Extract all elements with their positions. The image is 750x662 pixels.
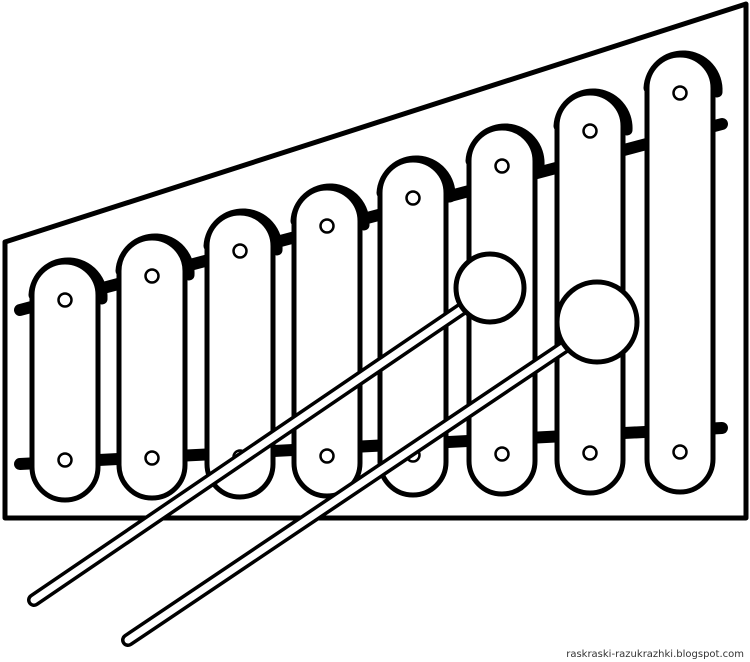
upper-hole-bar-5 <box>405 190 421 206</box>
xylophone-bar-3 <box>203 208 283 500</box>
upper-hole-bar-2 <box>144 268 160 284</box>
watermark-text: raskraski-razukrazhki.blogspot.com <box>566 649 744 660</box>
lower-hole-bar-8 <box>672 444 688 460</box>
mallet-right-head <box>554 279 640 365</box>
mallet-left <box>27 251 527 607</box>
xylophone-bar-8 <box>643 50 723 495</box>
upper-hole-bar-4 <box>319 218 335 234</box>
lower-hole-bar-7 <box>582 445 598 461</box>
xylophone-bars <box>28 50 723 503</box>
upper-hole-bar-1 <box>57 292 73 308</box>
upper-hole-bar-8 <box>672 85 688 101</box>
xylophone-bar-4 <box>290 183 370 499</box>
xylophone-bar-2 <box>115 233 195 501</box>
upper-hole-bar-6 <box>494 158 510 174</box>
lower-hole-bar-2 <box>144 450 160 466</box>
upper-hole-bar-7 <box>582 123 598 139</box>
lower-hole-bar-6 <box>494 446 510 462</box>
mallet-right <box>121 279 640 647</box>
lower-hole-bar-1 <box>57 452 73 468</box>
upper-hole-bar-3 <box>232 243 248 259</box>
xylophone-bar-1 <box>28 257 108 503</box>
lower-hole-bar-4 <box>319 448 335 464</box>
mallet-left-head <box>453 251 527 325</box>
